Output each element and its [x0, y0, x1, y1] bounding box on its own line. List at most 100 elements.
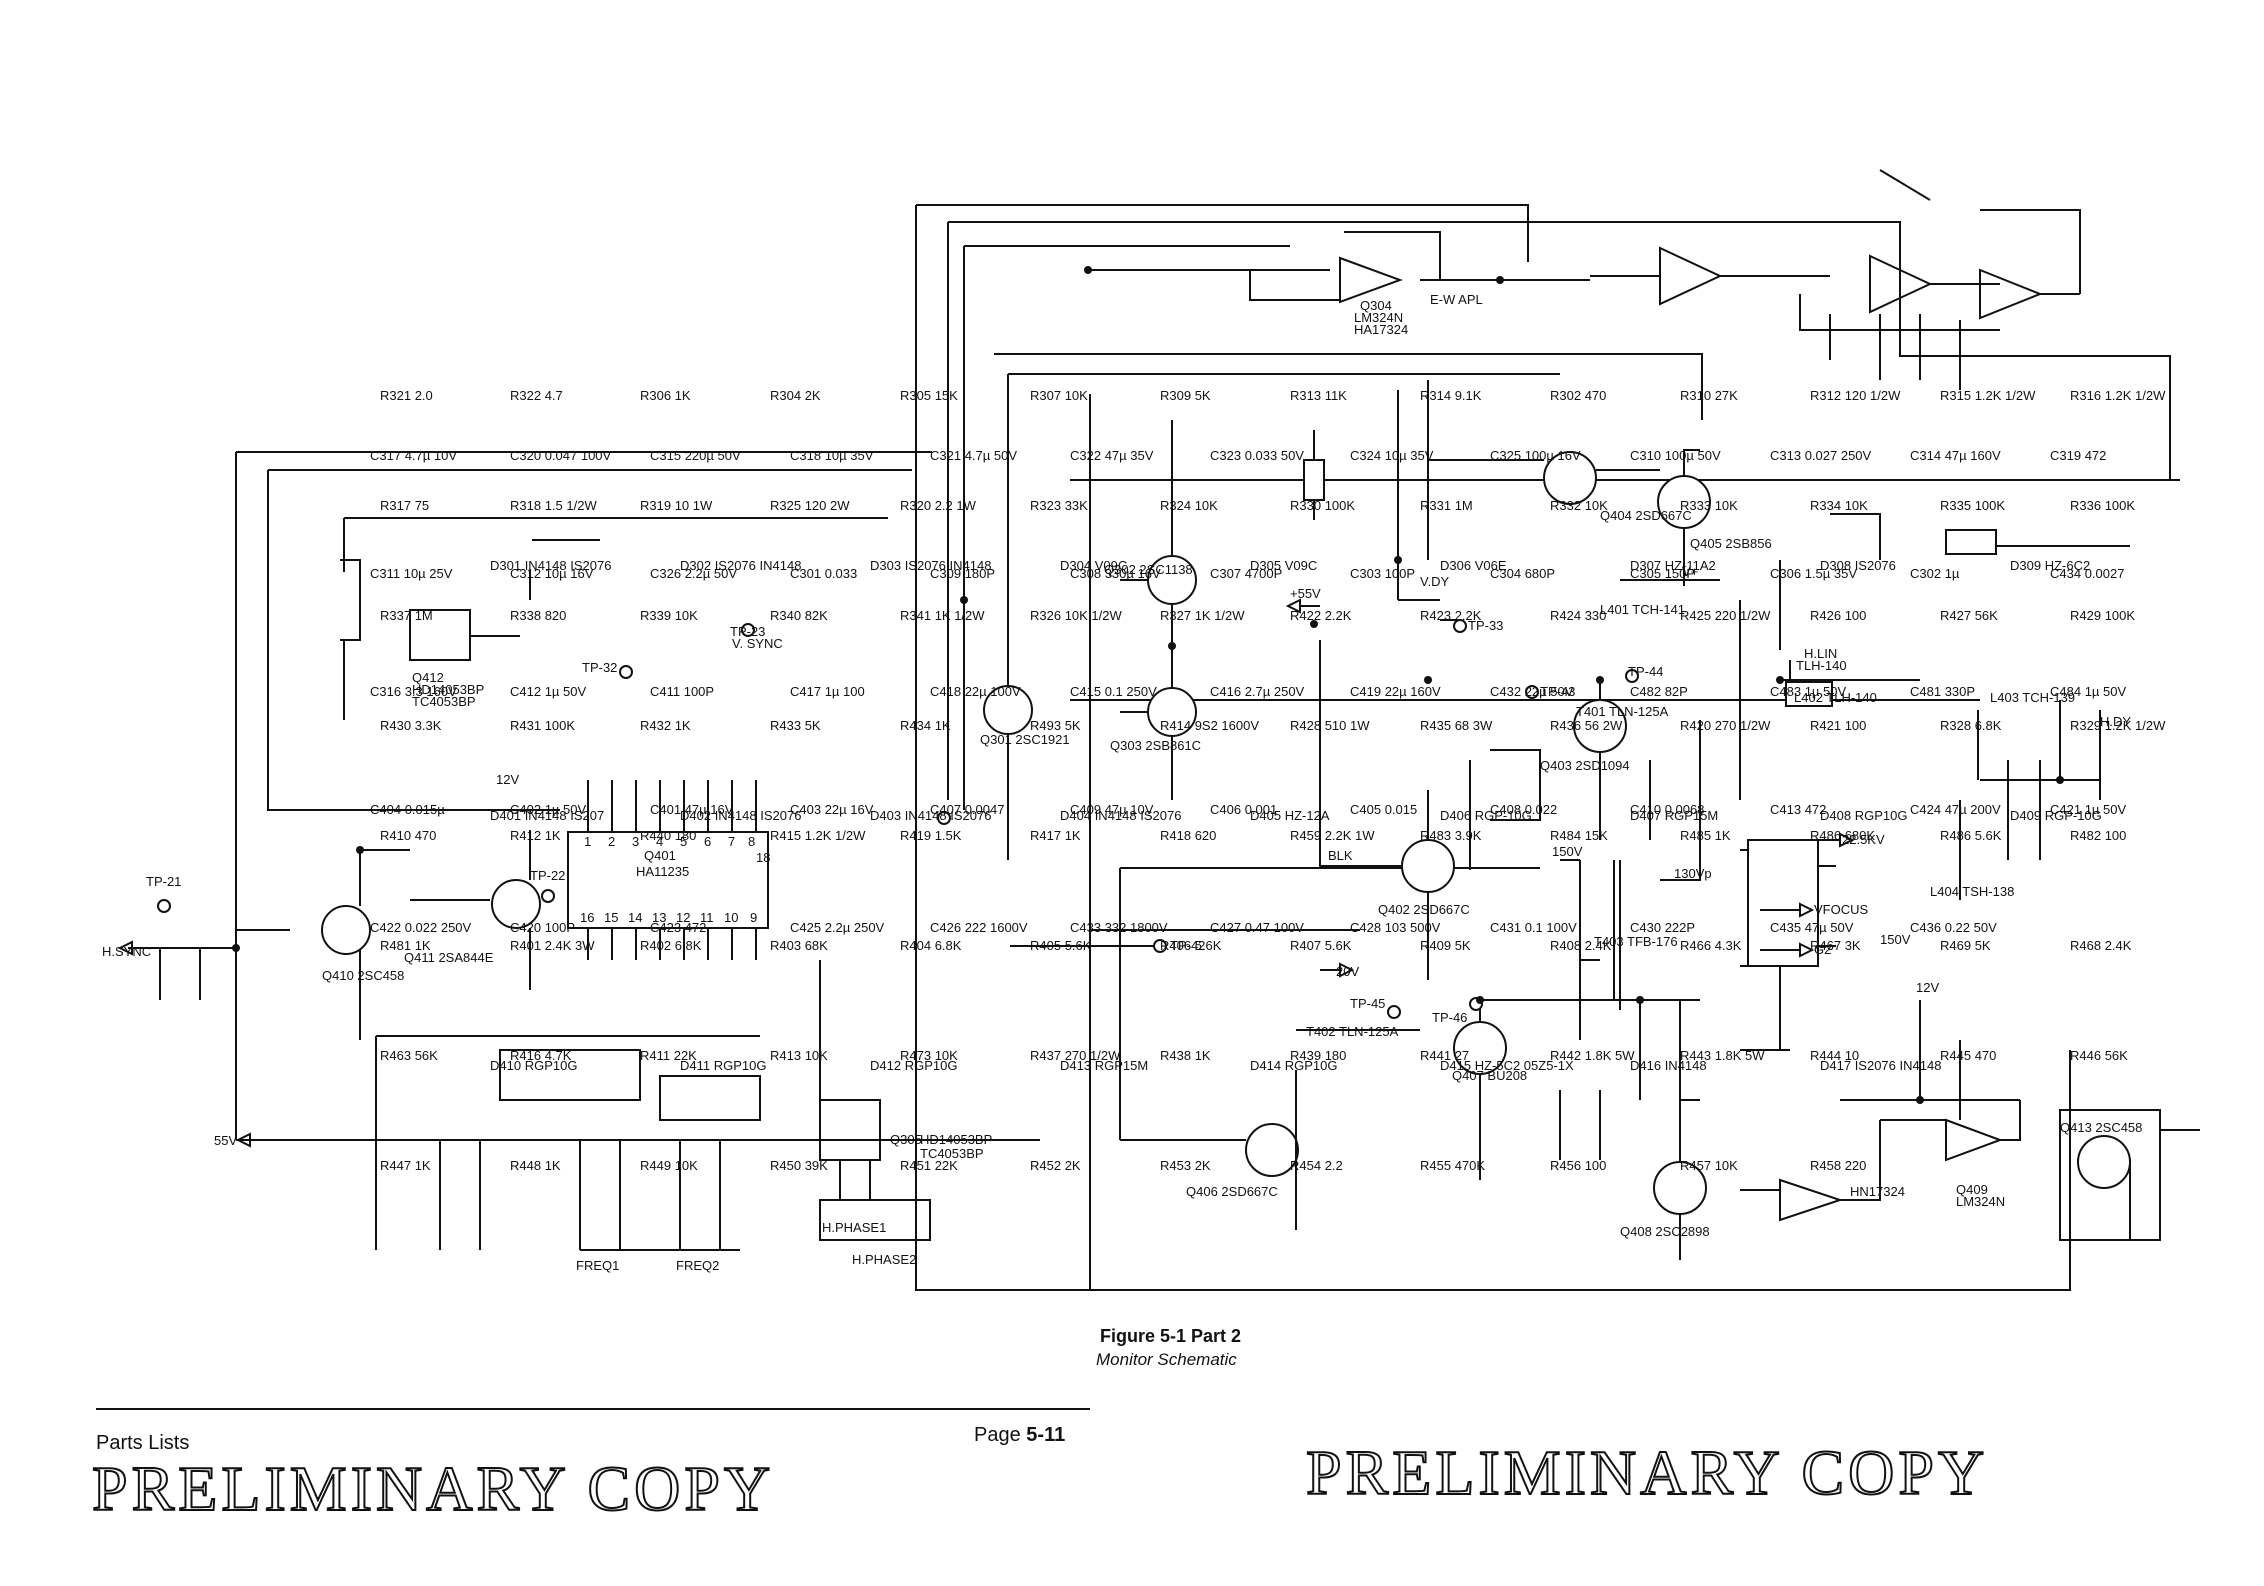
capacitor-label-33: C419 22µ 160V	[1350, 684, 1441, 699]
resistor-label-65: R484 15K	[1550, 828, 1608, 843]
net-vfocus: VFOCUS	[1814, 902, 1869, 917]
capacitor-label-9: C310 100µ 50V	[1630, 448, 1721, 463]
capacitor-label-46: C405 0.015	[1350, 802, 1417, 817]
q305-alt: TC4053BP	[920, 1146, 984, 1161]
net-150v-b: 150V	[1880, 932, 1911, 947]
transistor-label-3: Q302 2SC1138	[1104, 562, 1193, 577]
diode-label-0: D301 IN4148 IS2076	[490, 558, 611, 573]
inductor-label-1: L402 TLH-140	[1794, 690, 1877, 705]
resistor-label-82: R469 5K	[1940, 938, 1991, 953]
capacitor-label-12: C319 472	[2050, 448, 2106, 463]
resistor-label-56: R410 470	[380, 828, 436, 843]
tp-23-label: TP-23	[730, 624, 765, 639]
footer-rule	[96, 1408, 1090, 1410]
page-number: 5-11	[1026, 1424, 1066, 1446]
capacitor-label-62: C435 47µ 50V	[1770, 920, 1854, 935]
figure-subtitle: Monitor Schematic	[1096, 1350, 1237, 1369]
diode-label-19: D411 RGP10G	[680, 1058, 766, 1073]
diode-label-7: D308 IS2076	[1820, 558, 1896, 573]
inductor-label-6: T403 TFB-176	[1594, 934, 1678, 949]
capacitor-label-15: C326 2.2µ 50V	[650, 566, 737, 581]
transistor-label-12: Q413 2SC458	[2060, 1120, 2142, 1135]
resistor-label-70: R481 1K	[380, 938, 431, 953]
resistor-label-42: R430 3.3K	[380, 718, 442, 733]
flyback-drive	[1319, 600, 1741, 1001]
capacitor-label-58: C427 0.47 100V	[1210, 920, 1304, 935]
tp-46-label: TP-46	[1432, 1010, 1467, 1025]
resistor-label-79: R408 2.4K	[1550, 938, 1612, 953]
capacitor-label-6: C323 0.033 50V	[1210, 448, 1304, 463]
resistor-label-50: R435 68 3W	[1420, 718, 1493, 733]
resistor-label-84: R463 56K	[380, 1048, 438, 1063]
resistor-label-69: R482 100	[2070, 828, 2126, 843]
diode-label-25: D417 IS2076 IN4148	[1820, 1058, 1941, 1073]
resistor-label-63: R459 2.2K 1W	[1290, 828, 1375, 843]
diode-label-23: D415 HZ-5C2 05Z5-1X	[1440, 1058, 1574, 1073]
net-225kv: 22.5KV	[1842, 832, 1885, 847]
capacitor-label-26: C316 3.3 160V	[370, 684, 457, 699]
capacitor-label-22: C305 150P	[1630, 566, 1695, 581]
net-150v-a: 150V	[1552, 844, 1583, 859]
diode-label-13: D405 HZ-12A	[1250, 808, 1330, 823]
resistor-label-103: R452 2K	[1030, 1158, 1081, 1173]
resistor-label-28: R337 1M	[380, 608, 433, 623]
resistor-label-27: R336 100K	[2070, 498, 2135, 513]
diode-label-2: D303 IS2076 IN4148	[870, 558, 991, 573]
q409-comparator	[1740, 1000, 2021, 1222]
resistor-label-90: R438 1K	[1160, 1048, 1211, 1063]
capacitor-label-18: C308 330µ 16V	[1070, 566, 1161, 581]
capacitor-label-47: C408 0.022	[1490, 802, 1557, 817]
resistor-label-57: R412 1K	[510, 828, 561, 843]
resistor-label-31: R340 82K	[770, 608, 828, 623]
resistor-label-24: R333 10K	[1680, 498, 1738, 513]
footer-section: Parts Lists	[96, 1432, 190, 1454]
figure-title: Figure 5-1 Part 2	[1100, 1326, 1242, 1346]
q305-part: HD14053BP	[920, 1132, 992, 1147]
resistor-label-102: R451 22K	[900, 1158, 958, 1173]
test-points	[157, 619, 1639, 1019]
capacitor-label-11: C314 47µ 160V	[1910, 448, 2001, 463]
capacitor-label-23: C306 1.5µ 35V	[1770, 566, 1857, 581]
resistor-label-54: R328 6.8K	[1940, 718, 2002, 733]
resistor-label-88: R473 10K	[900, 1048, 958, 1063]
resistor-label-64: R483 3.9K	[1420, 828, 1482, 843]
transistor-label-5: Q402 2SD667C	[1378, 902, 1470, 917]
resistor-label-85: R416 4.7K	[510, 1048, 572, 1063]
resistor-label-58: R440 180	[640, 828, 696, 843]
transistor-label-0: Q410 2SC458	[322, 968, 404, 983]
tp-44-label: TP-44	[1628, 664, 1663, 679]
transistor-label-11: Q408 2SC2898	[1620, 1224, 1710, 1239]
resistor-label-75: R405 5.6K	[1030, 938, 1092, 953]
net-12v-b: 12V	[1916, 980, 1939, 995]
resistor-label-108: R457 10K	[1680, 1158, 1738, 1173]
net-hphase2: H.PHASE2	[852, 1252, 916, 1267]
resistor-label-89: R437 270 1/2W	[1030, 1048, 1121, 1063]
resistor-label-17: R325 120 2W	[770, 498, 850, 513]
net-vdy: V.DY	[1420, 574, 1449, 589]
resistor-label-109: R458 220	[1810, 1158, 1866, 1173]
diode-label-4: D305 V09C	[1250, 558, 1317, 573]
diode-label-12: D404 IN4148 IS2076	[1060, 808, 1181, 823]
capacitor-label-17: C309 180P	[930, 566, 995, 581]
resistor-label-81: R467 3K	[1810, 938, 1861, 953]
resistor-label-18: R320 2.2 1W	[900, 498, 977, 513]
resistor-label-2: R306 1K	[640, 388, 691, 403]
capacitor-label-14: C312 10µ 16V	[510, 566, 594, 581]
q401-pin-4: 4	[656, 834, 663, 849]
diode-label-8: D309 HZ-6C2	[2010, 558, 2090, 573]
net-vplus: V+	[1682, 564, 1698, 579]
net-12v-a: 12V	[496, 772, 519, 787]
net-hphase1: H.PHASE1	[822, 1220, 886, 1235]
capacitor-label-31: C415 0.1 250V	[1070, 684, 1157, 699]
transistor-label-1: Q411 2SA844E	[404, 950, 494, 965]
resistor-label-4: R305 15K	[900, 388, 958, 403]
net-55v-plus: +55V	[1290, 586, 1321, 601]
tp-21-label: TP-21	[146, 874, 181, 889]
transistor-label-8: Q405 2SB856	[1690, 536, 1772, 551]
capacitor-label-44: C409 47µ 10V	[1070, 802, 1154, 817]
capacitor-label-1: C320 0.047 100V	[510, 448, 612, 463]
diode-label-9: D401 IN4148 IS207	[490, 808, 604, 823]
